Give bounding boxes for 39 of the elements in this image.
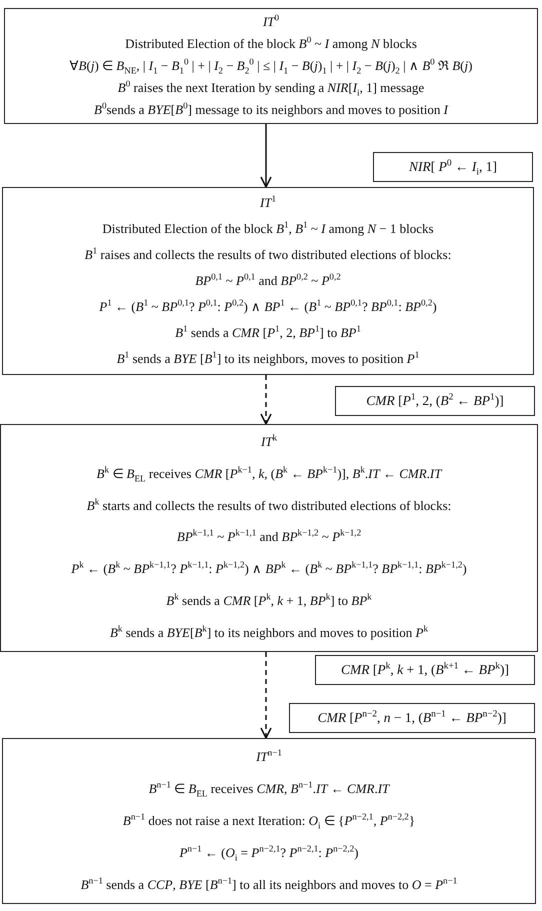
- step-text: B$^{0}$ raises the next Iteration by sending a NIR[I$_{i}$, 1] message: [118, 80, 424, 96]
- message-label: CMR [P$^{n−2}$, n− 1, (B$^{n−1}$ ← BP$^{n−2}$)]: [318, 710, 506, 726]
- iteration-heading: IT$^{0}$: [262, 14, 280, 30]
- step-text: B$^{k}$ sends a CMR [P$^{k}$, k + 1, BP$^{k}$] to BP$^{k}$: [166, 594, 372, 609]
- message-box: [335, 386, 535, 416]
- iteration-box: [4, 8, 538, 124]
- step-text: B$^{1}$ raises and collects the results of two distributed elections of blocks:: [84, 248, 452, 262]
- message-box: [289, 703, 535, 733]
- message-label: CMR [P$^{1}$, 2, (B$^{2}$ ← BP$^{1}$)]: [366, 393, 504, 409]
- iteration-box: [2, 187, 534, 375]
- step-text: B$^{k}$ ∈ B$_{EL}$ receives CMR [P$^{k−1}$, k, (B$^{k}$ ← BP$^{k−1}$)], B$^{k}$.IT ← CMR.IT: [96, 467, 442, 482]
- step-text: ∀B(j) ∈ B$_{NE}$, | I$_{1}$ − B$_{1}$$^{0}$ | + | I$_{2}$ − B$_{2}$$^{0}$ | ≤ | I$_{1}$ − B(j)$_{1}$ | + | I$_{2}$ − B(j)$_{2}$ | ∧ B$^{0}$ ℜ B(j): [70, 58, 472, 74]
- step-text: BP$^{k−1,1}$ ~ P$^{k−1,1}$ and BP$^{k−1,2}$ ~ P$^{k−1,2}$: [176, 530, 362, 546]
- iteration-heading: IT$^{k}$: [260, 435, 278, 450]
- step-text: B$^{n−1}$ ∈ B$_{EL}$ receives CMR, B$^{n−1}$.IT ← CMR.IT: [148, 782, 390, 796]
- step-text: B$^{k}$ starts and collects the results of two distributed elections of blocks:: [86, 498, 452, 514]
- step-text: B$^{k}$ sends a BYE[B$^{k}$] to its neighbors and moves to position P$^{k}$: [110, 626, 428, 641]
- step-text: B$^{0}$sends a BYE[B$^{0}$] message to its neighbors and moves to position I: [94, 102, 448, 118]
- iteration-heading: IT$^{1}$: [260, 196, 276, 210]
- step-text: B$^{1}$ sends a CMR [P$^{1}$, 2, BP$^{1}$] to BP$^{1}$: [175, 326, 361, 340]
- step-text: Distributed Election of the block B$^{0}$ ~ I among N blocks: [125, 36, 417, 52]
- message-box: [315, 655, 535, 685]
- step-text: BP$^{0,1}$ ~ P$^{0,1}$ and BP$^{0,2}$ ~ P$^{0,2}$: [195, 274, 341, 288]
- step-text: P$^{1}$ ← (B$^{1}$ ~ BP$^{0,1}$? P$^{0,1}$: P$^{0,2}$) ∧ BP$^{1}$ ← (B$^{1}$ ~ BP$^{0,1}$? BP$^{0,1}$: BP$^{0,2}$): [99, 300, 437, 314]
- step-text: B$^{n−1}$ sends a CCP, BYE [B$^{n−1}$] to all its neighbors and moves to O = P$^{n−1}$: [80, 878, 458, 892]
- step-text: P$^{k}$ ← (B$^{k}$ ~ BP$^{k−1,1}$? P$^{k−1,1}$: P$^{k−1,2}$) ∧ BP$^{k}$ ← (B$^{k}$ ~ BP$^{k−1,1}$? BP$^{k−1,1}$: BP$^{k−1,2}$): [71, 562, 467, 578]
- step-text: Distributed Election of the block B$^{1}$, B$^{1}$ ~ I among N − 1 blocks: [102, 222, 434, 236]
- arrow: [260, 652, 272, 739]
- message-label: CMR [P$^{k}$, k+ 1, (B$^{k+1}$ ← BP$^{k}$)]: [341, 662, 509, 678]
- step-text: B$^{1}$ sends a BYE [B$^{1}$] to its neighbors, moves to position P$^{1}$: [116, 352, 420, 366]
- message-label: NIR[ P$^{0}$ ← I$_{i}$, 1]: [409, 159, 497, 175]
- arrow: [260, 375, 272, 425]
- iteration-box: [0, 424, 538, 652]
- iteration-box: [2, 738, 536, 904]
- step-text: P$^{n−1}$ ← (O$_{i}$ = P$^{n−2,1}$? P$^{n−2,1}$: P$^{n−2,2}$): [179, 846, 359, 860]
- arrow: [260, 124, 272, 188]
- iteration-heading: IT$^{n−1}$: [256, 750, 282, 764]
- step-text: B$^{n−1}$ does not raise a next Iteration: O$_{i}$ ∈ {P$^{n−2,1}$, P$^{n−2,2}$}: [122, 814, 416, 828]
- message-box: [373, 152, 533, 182]
